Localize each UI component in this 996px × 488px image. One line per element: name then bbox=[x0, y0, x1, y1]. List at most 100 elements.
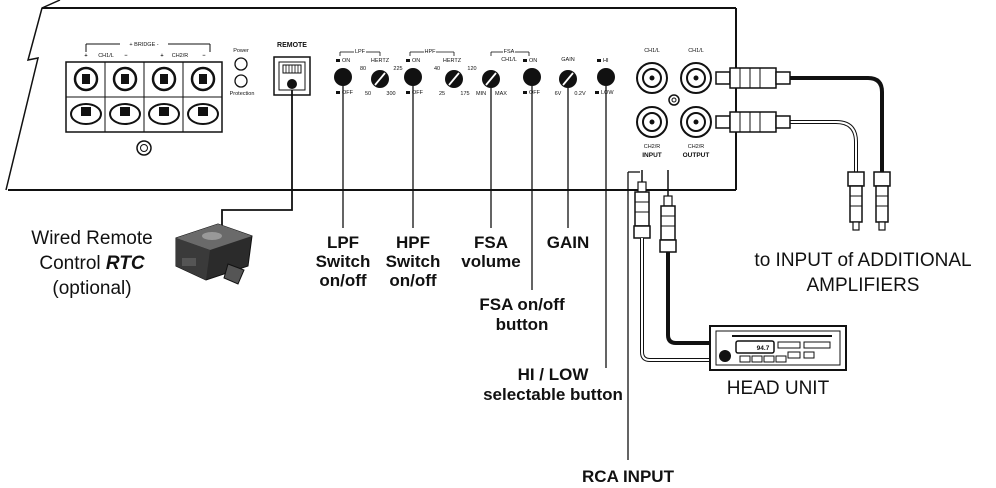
amplifier-panel bbox=[5, 0, 737, 191]
ground-screw bbox=[136, 140, 152, 156]
rca-ch2-output-label: CH2/R bbox=[688, 144, 705, 150]
lpf-scale-300: 300 bbox=[386, 91, 395, 97]
fsa-on-off-button[interactable] bbox=[523, 68, 541, 86]
rca-jacks: CH1/L CH1/L CH2/R INPUT CH2/R bbox=[636, 48, 712, 159]
rca-plug-amp-2 bbox=[873, 171, 891, 231]
fsa-title: FSA bbox=[504, 49, 515, 55]
fsa-button-callout-line1: FSA on/off bbox=[479, 295, 565, 314]
hpf-callout-line3: on/off bbox=[389, 271, 437, 290]
fsa-channel-label: CH1/L bbox=[501, 57, 517, 63]
gain-controls: GAIN 6V 0.2V bbox=[555, 57, 586, 97]
gain-knob[interactable] bbox=[559, 70, 577, 88]
rca-plug-input-2 bbox=[659, 195, 677, 253]
lpf-callout-line2: Switch bbox=[316, 252, 371, 271]
hi-low-callout-line1: HI / LOW bbox=[518, 365, 590, 384]
hpf-switch-button[interactable] bbox=[404, 68, 422, 86]
hpf-hertz-label: HERTZ bbox=[443, 58, 462, 64]
head-unit-label: HEAD UNIT bbox=[727, 378, 830, 399]
plus-sign: + bbox=[160, 53, 163, 59]
hpf-controls: HPF ON OFF HERTZ 40 120 25 175 bbox=[404, 49, 477, 97]
hi-low-controls: HI LOW bbox=[595, 58, 615, 96]
remote-label-line3: (optional) bbox=[52, 278, 131, 299]
lpf-hertz-label: HERTZ bbox=[371, 58, 390, 64]
rca-jack-ch1-output[interactable] bbox=[680, 62, 712, 94]
lpf-switch-button[interactable] bbox=[334, 68, 352, 86]
rca-ch1-input-label: CH1/L bbox=[644, 48, 660, 54]
rca-output-panel-label: OUTPUT bbox=[683, 152, 710, 159]
hpf-on-label: ON bbox=[412, 58, 420, 64]
protection-led bbox=[234, 74, 248, 88]
terminal-ch1-label: CH1/L bbox=[98, 53, 114, 59]
hpf-callout-line1: HPF bbox=[396, 233, 430, 252]
fsa-on-label: ON bbox=[529, 58, 537, 64]
rca-plug-output-ch1 bbox=[715, 67, 791, 89]
remote-label-line2: Control RTC bbox=[39, 253, 145, 274]
hpf-title: HPF bbox=[425, 49, 437, 55]
gain-6v-label: 6V bbox=[555, 91, 562, 97]
callouts: Wired Remote Control RTC (optional) LPF … bbox=[31, 228, 971, 486]
lpf-scale-80: 80 bbox=[360, 66, 366, 72]
power-led bbox=[234, 57, 248, 71]
fsa-button-callout-line2: button bbox=[496, 315, 549, 334]
additional-amps-label-line2: AMPLIFIERS bbox=[807, 275, 920, 296]
terminal-screw bbox=[73, 66, 99, 92]
rca-ch2-input-label: CH2/R bbox=[644, 144, 661, 150]
rca-input-panel-label: INPUT bbox=[642, 152, 662, 159]
lpf-off-label: OFF bbox=[342, 90, 354, 96]
hpf-scale-120: 120 bbox=[467, 66, 476, 72]
lpf-scale-50: 50 bbox=[365, 91, 371, 97]
fsa-volume-knob[interactable] bbox=[482, 70, 500, 88]
gain-callout: GAIN bbox=[547, 233, 590, 252]
minus-sign: − bbox=[124, 53, 127, 59]
terminal-socket bbox=[187, 103, 219, 125]
input-rca-cables bbox=[633, 170, 712, 362]
fsa-max-label: MAX bbox=[495, 91, 507, 97]
gain-title: GAIN bbox=[561, 57, 574, 63]
fsa-callout-line1: FSA bbox=[474, 233, 508, 252]
hpf-scale-175: 175 bbox=[460, 91, 469, 97]
terminal-screw bbox=[112, 66, 138, 92]
terminal-screw bbox=[151, 66, 177, 92]
gain-02v-label: 0.2V bbox=[574, 91, 586, 97]
hpf-callout-line2: Switch bbox=[386, 252, 441, 271]
lpf-on-label: ON bbox=[342, 58, 350, 64]
fsa-min-label: MIN bbox=[476, 91, 486, 97]
remote-label-line1: Wired Remote bbox=[31, 228, 152, 249]
terminal-socket bbox=[148, 103, 180, 125]
terminal-socket bbox=[70, 103, 102, 125]
hpf-scale-40: 40 bbox=[434, 66, 440, 72]
terminal-socket bbox=[109, 103, 141, 125]
power-label: Power bbox=[233, 48, 249, 54]
rca-jack-ch1-input[interactable] bbox=[636, 62, 668, 94]
pointer-lines bbox=[342, 86, 640, 460]
terminal-screw bbox=[190, 66, 216, 92]
rca-plug-amp-1 bbox=[847, 171, 865, 231]
head-unit: 94.7 bbox=[709, 325, 847, 371]
wired-remote-control bbox=[175, 90, 293, 285]
low-label: LOW bbox=[601, 90, 614, 96]
lpf-controls: LPF ON OFF HERTZ 80 225 50 300 bbox=[334, 49, 403, 97]
speaker-terminal-block: + BRIDGE - + CH1/L − + CH2/R − bbox=[65, 42, 223, 156]
bridge-label: + BRIDGE - bbox=[129, 42, 158, 48]
lpf-title: LPF bbox=[355, 49, 366, 55]
output-rca-cables bbox=[715, 67, 891, 231]
remote-label: REMOTE bbox=[277, 42, 307, 49]
hpf-frequency-knob[interactable] bbox=[445, 70, 463, 88]
lpf-callout-line3: on/off bbox=[319, 271, 367, 290]
hpf-scale-25: 25 bbox=[439, 91, 445, 97]
lpf-frequency-knob[interactable] bbox=[371, 70, 389, 88]
protection-label: Protection bbox=[230, 91, 255, 97]
radio-display-frequency: 94.7 bbox=[757, 345, 770, 352]
fsa-controls: FSA CH1/L MIN MAX ON OFF bbox=[476, 49, 541, 97]
lpf-scale-225: 225 bbox=[393, 66, 402, 72]
rca-jack-ch2-output[interactable] bbox=[680, 106, 712, 138]
hi-low-button[interactable] bbox=[597, 68, 615, 86]
remote-plug bbox=[287, 79, 297, 89]
lpf-callout-line1: LPF bbox=[327, 233, 359, 252]
remote-port: REMOTE bbox=[273, 42, 311, 96]
rca-ground-screw bbox=[668, 94, 680, 106]
rca-jack-ch2-input[interactable] bbox=[636, 106, 668, 138]
head-unit-volume-knob bbox=[719, 350, 731, 362]
rca-ch1-output-label: CH1/L bbox=[688, 48, 704, 54]
rca-input-callout: RCA INPUT bbox=[582, 467, 675, 486]
